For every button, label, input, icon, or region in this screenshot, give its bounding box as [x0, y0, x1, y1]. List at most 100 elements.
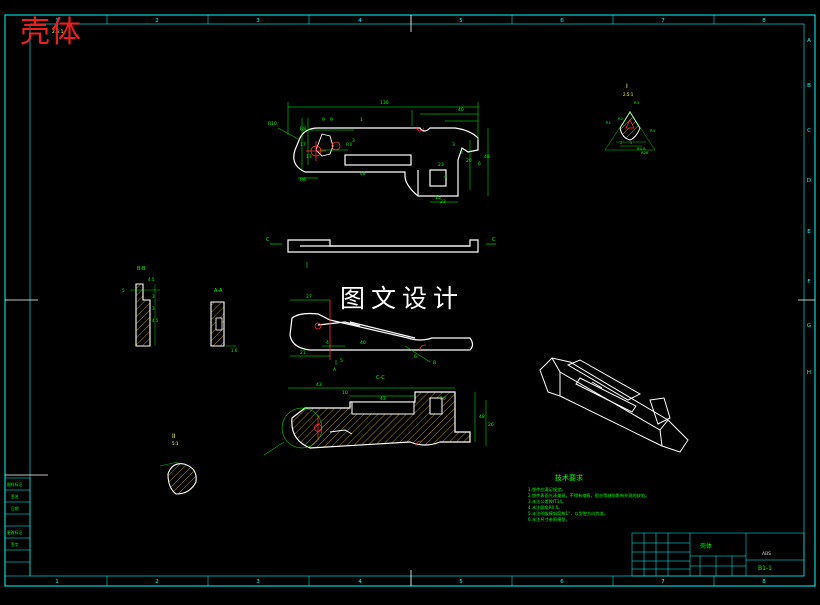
- detail-dim-7: R28: [641, 150, 649, 155]
- mid-dim-4: 40: [360, 340, 366, 346]
- grid-row-right-A: A: [807, 38, 811, 44]
- detail-ii-label: II: [172, 433, 176, 440]
- detail-i-scale: 2.5:1: [623, 92, 634, 97]
- grid-col-bottom-6: 6: [560, 579, 564, 585]
- top-view: [293, 127, 479, 197]
- side-label-2: 签名: [11, 494, 19, 499]
- top-dim-17: 20: [466, 158, 472, 164]
- cc-dim-4: 48: [479, 414, 485, 420]
- tech-req-line-3: 3.未注公差按IT14。: [528, 499, 567, 505]
- grid-row-right-C: C: [807, 128, 811, 134]
- detail-view-ii: [159, 461, 197, 495]
- top-dim-5: 9: [330, 117, 333, 123]
- side-label-1: 图样标记: [7, 482, 22, 487]
- detail-circle-i: [281, 407, 323, 449]
- mid-dim-3: 5: [340, 358, 343, 364]
- section-cc-view: [291, 391, 471, 449]
- side-revision-table: [4, 477, 31, 577]
- mid-dim-5: 6: [414, 354, 417, 360]
- top-dim-14: 15: [435, 195, 441, 201]
- side-table-labels: 图样标记 签名 日期 更改标记 签字: [7, 482, 22, 547]
- grid-col-top-8: 8: [762, 18, 766, 24]
- part-title: 壳体: [20, 15, 82, 50]
- section-cc-dimensions: [263, 387, 487, 456]
- grid-col-top-7: 7: [661, 18, 665, 24]
- section-aa: [210, 301, 236, 347]
- tech-req-line-5: 5.未注明拔模斜度按1°，以型腔方向为准。: [528, 511, 608, 517]
- grid-row-right-F: F: [807, 279, 810, 285]
- tech-req-lines: 1.塑件应满足规定。2.塑件表面光泽美观，不得有缩痕，银丝等缺陷影响外观的缺陷。…: [528, 487, 649, 524]
- top-dim-7: 17: [300, 142, 306, 148]
- detail-view-i: [604, 111, 656, 151]
- marker-b: B: [433, 360, 436, 366]
- grid-row-right-B: B: [807, 83, 811, 89]
- centering-marks: [5, 15, 815, 586]
- side-label-3: 日期: [11, 506, 19, 511]
- grid-col-bottom-5: 5: [459, 579, 463, 585]
- side-label-4: 更改标记: [7, 530, 22, 535]
- mid-dim-0: 21: [300, 350, 306, 356]
- top-dim-2: 130: [380, 100, 389, 106]
- section-c-left: C: [266, 237, 270, 243]
- detail-dim-1: R2: [618, 116, 624, 121]
- tech-req-line-1: 1.塑件应满足规定。: [528, 487, 566, 492]
- top-dim-16: 3: [460, 150, 463, 156]
- top-dim-3: 40: [458, 107, 464, 113]
- title-block-code: B1-1: [758, 565, 772, 572]
- grid-row-right-E: E: [807, 229, 811, 235]
- marker-a: A: [333, 367, 337, 373]
- grid-col-top-4: 4: [358, 18, 362, 24]
- top-dim-0: R10: [268, 121, 277, 127]
- grid-col-top-5: 5: [459, 18, 463, 24]
- cc-dim-3: 20: [440, 396, 446, 402]
- mid-dim-2: 4: [326, 340, 329, 346]
- side-label-5: 签字: [11, 542, 19, 547]
- outer-border: [4, 14, 816, 587]
- title-block-material: ABS: [762, 552, 771, 557]
- section-cc-label: C-C: [376, 375, 385, 381]
- top-dim-21: 23: [440, 199, 446, 205]
- grid-col-bottom-4: 4: [358, 579, 362, 585]
- tech-req-line-6: 6.未注尺寸参照模型。: [528, 517, 570, 523]
- section-bb-label: B-B: [137, 266, 146, 272]
- mid-view-centerlines: [314, 300, 427, 360]
- grid-col-top-3: 3: [256, 18, 260, 24]
- top-dim-1: R8: [300, 126, 306, 132]
- top-dim-19: R3: [346, 142, 352, 148]
- bb-dim-1: 5: [122, 288, 125, 293]
- top-view-centerlines: [306, 127, 425, 161]
- grid-col-top-2: 2: [155, 18, 159, 24]
- top-dim-11: 23: [438, 162, 444, 168]
- top-dim-6: 13: [306, 154, 312, 160]
- grid-col-bottom-7: 7: [661, 579, 665, 585]
- cc-dim-5: 26: [488, 422, 494, 428]
- grid-row-right-H: H: [807, 370, 811, 376]
- tech-req-line-4: 4.未注圆角R0.5。: [528, 505, 563, 511]
- detail-dim-6: R0.8: [637, 146, 646, 151]
- side-view-section-marks: [270, 243, 496, 268]
- grid-row-right-D: D: [807, 178, 811, 184]
- top-dim-12: 6: [478, 161, 481, 167]
- mid-view: [289, 312, 474, 351]
- tech-req-line-2: 2.塑件表面光泽美观，不得有缩痕，银丝等缺陷影响外观的缺陷。: [528, 493, 650, 499]
- detail-dim-5: 2: [630, 140, 633, 145]
- top-dim-9: 3: [352, 138, 355, 144]
- top-view-dimensions: [277, 102, 489, 203]
- grid-row-right-G: G: [807, 323, 811, 329]
- detail-dim-0: R3: [634, 100, 640, 105]
- section-c-right: C: [492, 237, 496, 243]
- side-view: [287, 239, 479, 253]
- grid-col-bottom-1: 1: [55, 579, 59, 585]
- top-dim-13: 4: [444, 174, 447, 180]
- section-cc-centerlines: [314, 415, 423, 447]
- cc-dim-2: 43: [380, 396, 386, 402]
- top-dim-15: 3: [452, 142, 455, 148]
- detail-dim-4: 2: [620, 140, 623, 145]
